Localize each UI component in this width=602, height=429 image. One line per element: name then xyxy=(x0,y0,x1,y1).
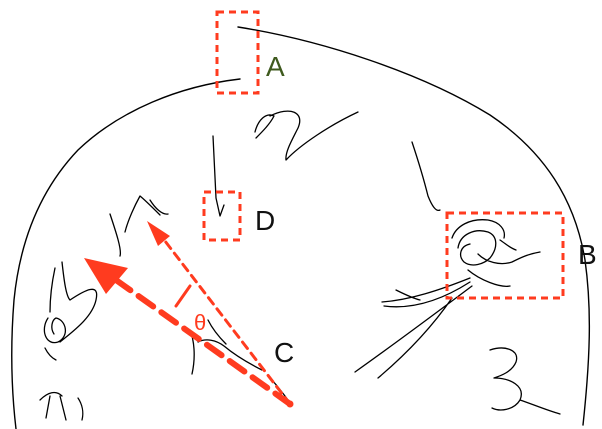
clock-outline-left-stroke xyxy=(11,78,241,429)
numeral-11 xyxy=(109,195,169,257)
numeral-12 xyxy=(254,110,359,161)
clock-outline-right-stroke xyxy=(237,26,591,426)
label-d: D xyxy=(255,205,275,236)
numeral-3 xyxy=(489,347,561,415)
vector-to-left-arrowhead xyxy=(84,258,128,294)
box-d xyxy=(202,190,242,242)
numeral-9-scribble xyxy=(39,391,84,421)
vector-origin-dot xyxy=(286,400,294,408)
angle-annotation xyxy=(84,221,294,408)
hand-line-d xyxy=(212,135,225,217)
numeral-2-scribble xyxy=(451,219,541,287)
hand-drawn-scribbles xyxy=(39,110,561,421)
vector-to-d xyxy=(153,226,292,406)
vector-to-left xyxy=(99,267,293,407)
highlight-boxes xyxy=(202,10,565,300)
numeral-1 xyxy=(411,141,441,212)
b-connector-strokes xyxy=(354,277,473,379)
numeral-10 xyxy=(43,261,98,361)
clock-outline xyxy=(11,26,591,429)
vector-to-d-arrowhead xyxy=(147,221,170,246)
box-b xyxy=(445,211,565,300)
angle-marker xyxy=(174,284,192,308)
hand-scribble-c xyxy=(189,319,289,401)
label-b: B xyxy=(578,239,597,270)
label-theta: θ xyxy=(194,310,206,335)
label-c: C xyxy=(274,337,294,368)
label-a: A xyxy=(266,51,285,82)
